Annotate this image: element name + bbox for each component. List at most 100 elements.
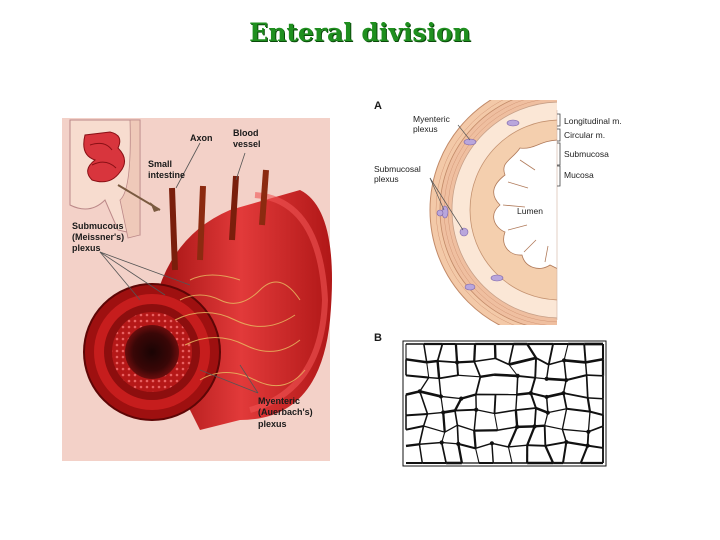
cross-section bbox=[83, 283, 221, 421]
network-fiber bbox=[418, 425, 425, 445]
network-node bbox=[564, 377, 569, 383]
network-fiber bbox=[544, 412, 549, 426]
network-fiber bbox=[544, 425, 563, 430]
layer-brackets bbox=[557, 113, 561, 187]
network-fiber bbox=[516, 375, 519, 395]
network-fiber bbox=[545, 441, 567, 447]
network-fiber bbox=[515, 407, 537, 412]
label-submucosal-plexus-2: plexus bbox=[374, 174, 399, 184]
label-longitudinal-muscle: Longitudinal m. bbox=[564, 116, 622, 126]
network-fiber bbox=[579, 445, 589, 464]
network-fiber bbox=[507, 426, 519, 448]
network-fiber bbox=[405, 425, 424, 431]
network-node bbox=[532, 424, 537, 429]
network-fiber bbox=[586, 431, 590, 446]
network-fiber bbox=[457, 443, 464, 464]
network-fiber bbox=[546, 391, 564, 399]
network-fiber bbox=[493, 394, 497, 414]
network-fiber bbox=[547, 408, 567, 414]
network-fiber bbox=[493, 373, 518, 378]
left-leader-lines bbox=[99, 142, 259, 394]
network-fiber bbox=[442, 412, 446, 433]
network-fiber bbox=[545, 396, 549, 413]
network-fiber bbox=[475, 376, 482, 395]
network-fiber bbox=[454, 410, 459, 426]
network-fiber bbox=[543, 425, 547, 446]
network-fiber bbox=[545, 364, 550, 379]
left-intestine-illustration: Axon Blood vessel Small intestine Submuc… bbox=[62, 118, 332, 461]
network-fiber bbox=[444, 424, 458, 433]
network-fiber bbox=[426, 359, 438, 364]
network-frame bbox=[402, 340, 607, 467]
network-fiber bbox=[405, 374, 429, 379]
network-fiber bbox=[586, 374, 604, 377]
network-fiber bbox=[418, 444, 424, 464]
label-myenteric-1: Myenteric bbox=[258, 396, 300, 406]
network-node bbox=[544, 394, 549, 400]
label-submucous-2: (Meissner's) bbox=[72, 232, 124, 242]
network-fiber bbox=[529, 377, 537, 394]
network-fiber bbox=[476, 409, 495, 415]
network-fiber bbox=[584, 362, 588, 376]
network-fiber bbox=[586, 397, 592, 412]
network-fiber bbox=[548, 359, 565, 366]
network-fiber bbox=[405, 443, 420, 448]
network-fiber bbox=[457, 424, 475, 432]
network-mesh bbox=[405, 342, 605, 465]
network-fiber bbox=[587, 444, 604, 449]
label-blood-vessel-2: vessel bbox=[233, 139, 261, 149]
network-fiber bbox=[493, 413, 499, 431]
panel-b-letter: B bbox=[374, 332, 382, 344]
label-myenteric-plexus-1: Myenteric bbox=[413, 114, 451, 124]
network-node bbox=[586, 429, 591, 434]
label-myenteric-plexus-2: plexus bbox=[413, 124, 438, 134]
network-node bbox=[561, 358, 567, 363]
label-submucosa: Submucosa bbox=[564, 149, 609, 159]
network-fiber bbox=[436, 343, 444, 362]
network-fiber bbox=[473, 361, 482, 378]
network-fiber bbox=[475, 448, 480, 464]
label-lumen: Lumen bbox=[517, 206, 543, 216]
network-fiber bbox=[473, 430, 477, 449]
network-node bbox=[528, 391, 533, 396]
network-fiber bbox=[547, 343, 554, 365]
network-fiber bbox=[508, 356, 537, 366]
network-fiber bbox=[562, 441, 568, 464]
network-fiber bbox=[507, 446, 513, 464]
network-fiber bbox=[529, 392, 537, 409]
network-fiber bbox=[562, 428, 589, 433]
network-fiber bbox=[585, 375, 589, 398]
network-fiber bbox=[419, 441, 442, 446]
network-fiber bbox=[475, 442, 493, 449]
network-fiber bbox=[457, 374, 481, 378]
label-axon: Axon bbox=[190, 133, 213, 143]
network-fiber bbox=[426, 362, 430, 378]
network-node bbox=[544, 376, 549, 381]
network-fiber bbox=[491, 443, 494, 464]
network-node bbox=[454, 360, 460, 365]
network-node bbox=[439, 440, 444, 445]
network-node bbox=[515, 373, 520, 379]
network-fiber bbox=[405, 390, 421, 396]
network-fiber bbox=[456, 362, 460, 376]
network-fiber bbox=[562, 379, 567, 394]
network-fiber bbox=[585, 358, 604, 364]
network-fiber bbox=[419, 390, 442, 398]
network-fiber bbox=[460, 393, 477, 400]
network-fiber bbox=[454, 343, 459, 363]
label-circular-muscle: Circular m. bbox=[564, 130, 605, 140]
network-fiber bbox=[458, 442, 476, 450]
network-fiber bbox=[588, 425, 604, 433]
network-fiber bbox=[516, 391, 531, 396]
network-node bbox=[489, 441, 495, 446]
network-fiber bbox=[562, 392, 568, 409]
network-fiber bbox=[438, 374, 459, 380]
network-fiber bbox=[517, 374, 536, 379]
network-fiber bbox=[427, 411, 444, 415]
network-fiber bbox=[473, 343, 477, 362]
network-fiber bbox=[405, 358, 427, 364]
network-fiber bbox=[563, 343, 569, 361]
network-fiber bbox=[565, 374, 587, 382]
network-fiber bbox=[491, 442, 509, 448]
